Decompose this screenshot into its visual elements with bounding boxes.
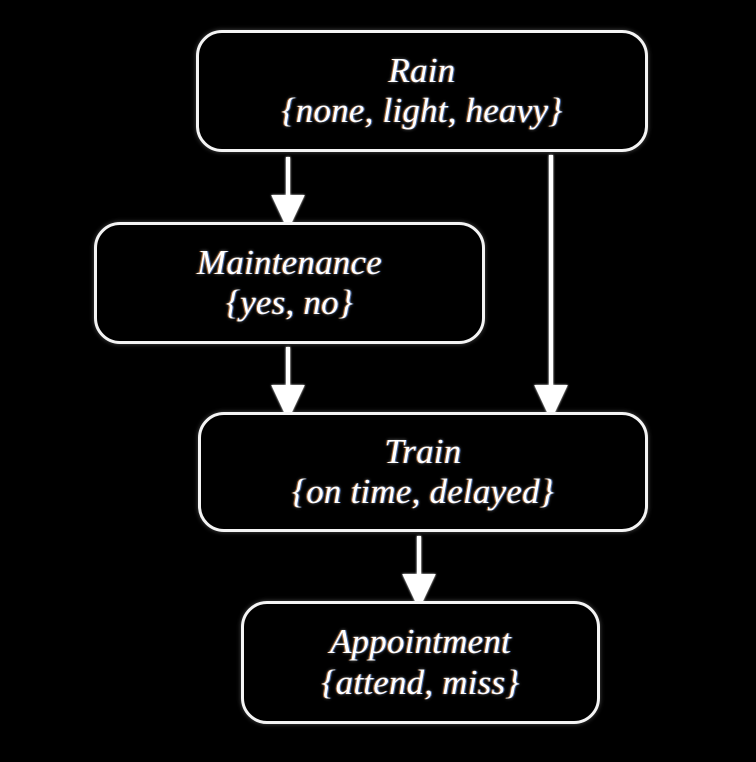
node-appointment-name: Appointment: [329, 622, 512, 661]
node-rain-name: Rain: [388, 50, 456, 90]
node-appointment-states: {attend, miss}: [321, 662, 520, 702]
node-maintenance-name: Maintenance: [197, 242, 382, 282]
node-train[interactable]: Train {on time, delayed}: [198, 412, 648, 532]
node-rain[interactable]: Rain {none, light, heavy}: [196, 30, 648, 152]
node-maintenance[interactable]: Maintenance {yes, no}: [94, 222, 485, 344]
node-maintenance-states: {yes, no}: [226, 283, 353, 323]
node-appointment[interactable]: Appointment {attend, miss}: [241, 601, 600, 724]
node-train-name: Train: [384, 431, 462, 471]
node-train-states: {on time, delayed}: [292, 472, 554, 512]
node-rain-states: {none, light, heavy}: [281, 91, 563, 131]
